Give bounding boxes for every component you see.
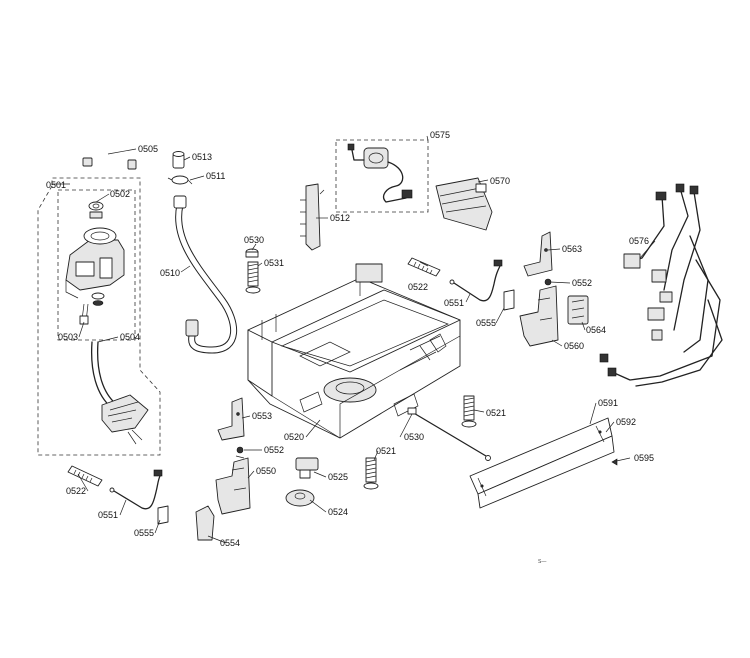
- label-0564: 0564: [586, 325, 606, 335]
- part-0551-sensor-cable-right: [449, 259, 503, 302]
- part-0550-hinge-arm-left: [215, 457, 251, 515]
- label-0510: 0510: [160, 268, 180, 278]
- label-0503: 0503: [58, 332, 78, 342]
- label-0522-right: 0522: [408, 282, 428, 292]
- label-0560: 0560: [564, 341, 584, 351]
- part-0504-hose-connector: [90, 341, 149, 445]
- part-0520-base-tub: [247, 263, 461, 439]
- part-0513-cap: [172, 151, 185, 169]
- label-0501: 0501: [46, 180, 66, 190]
- label-0554: 0554: [220, 538, 240, 548]
- label-0552-left: 0552: [264, 445, 284, 455]
- part-0555-clip-right: [503, 289, 515, 311]
- part-0522-heater-rod-left: [67, 465, 103, 487]
- label-0576: 0576: [629, 236, 649, 246]
- label-0522-left: 0522: [66, 486, 86, 496]
- label-0512: 0512: [330, 213, 350, 223]
- part-0555-clip-left: [157, 505, 169, 525]
- footer-code: S—: [538, 559, 546, 565]
- part-0554-switch-bracket: [195, 505, 215, 541]
- assembly-outline-0575: [335, 139, 429, 213]
- part-0521-foot-right: [461, 395, 477, 428]
- label-0570: 0570: [490, 176, 510, 186]
- part-0531-adjustable-foot: [245, 261, 261, 294]
- assembly-outline-0502: [57, 189, 136, 341]
- part-0591-0592-kickplate: [469, 417, 615, 509]
- label-0530-bottom: 0530: [404, 432, 424, 442]
- part-0575-pump-motor: [347, 143, 413, 203]
- part-0560-hinge-arm: [519, 285, 559, 347]
- part-0505-hose: [82, 152, 137, 170]
- part-0525-sensor-holder: [295, 457, 319, 479]
- part-0530-foot-cap: [245, 248, 259, 258]
- label-0553: 0553: [252, 411, 272, 421]
- part-0512-bracket: [300, 183, 325, 251]
- leader-lines: [52, 135, 656, 544]
- part-0511-clamp: [167, 175, 193, 185]
- part-0552-spring-left: [235, 446, 245, 459]
- label-0551-right: 0551: [444, 298, 464, 308]
- label-0520: 0520: [284, 432, 304, 442]
- part-0576-wiring-harness: [599, 183, 723, 387]
- part-0553-hinge-bracket-left: [217, 397, 245, 441]
- part-0501-water-valve: [65, 227, 125, 325]
- label-0595: 0595: [634, 453, 654, 463]
- label-0511: 0511: [206, 171, 225, 181]
- label-0505: 0505: [138, 144, 158, 154]
- part-0570-control-module: [435, 177, 493, 231]
- label-0530-top: 0530: [244, 235, 264, 245]
- label-0524: 0524: [328, 507, 348, 517]
- part-0564-switch: [567, 295, 589, 325]
- part-0595-arrow: [611, 457, 631, 466]
- label-0555-left: 0555: [134, 528, 154, 538]
- assembly-outline-0501: [37, 177, 161, 456]
- label-0525: 0525: [328, 472, 348, 482]
- label-0552-right: 0552: [572, 278, 592, 288]
- label-0591: 0591: [598, 398, 618, 408]
- part-0502-seal-ring: [88, 201, 104, 219]
- part-0551-sensor-cable-left: [109, 469, 163, 510]
- part-0563-hinge-bracket: [523, 231, 553, 277]
- label-0563: 0563: [562, 244, 582, 254]
- label-0502: 0502: [110, 189, 130, 199]
- part-0521-foot-center: [363, 457, 379, 490]
- label-0550: 0550: [256, 466, 276, 476]
- label-0521-right: 0521: [486, 408, 506, 418]
- label-0575: 0575: [430, 130, 450, 140]
- part-0510-drain-hose: [173, 195, 237, 354]
- label-0504: 0504: [120, 332, 140, 342]
- part-0524-impeller-disc: [285, 489, 315, 507]
- label-0521-center: 0521: [376, 446, 396, 456]
- part-0522-heater-rod-right: [407, 257, 441, 277]
- label-0551-left: 0551: [98, 510, 118, 520]
- label-0555-right: 0555: [476, 318, 496, 328]
- label-0513: 0513: [192, 152, 212, 162]
- label-0531: 0531: [264, 258, 284, 268]
- label-0592: 0592: [616, 417, 636, 427]
